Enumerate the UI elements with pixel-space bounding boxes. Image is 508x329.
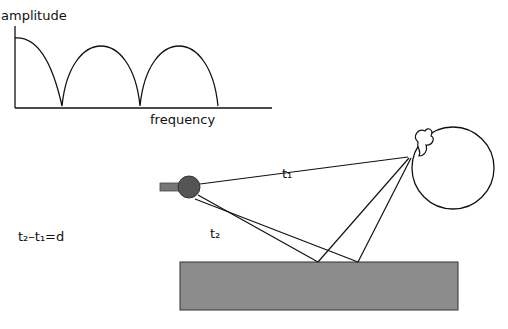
reflected-path: [195, 199, 358, 262]
sound-source: [178, 176, 200, 198]
equation-label: t₂–t₁=d: [18, 229, 64, 244]
comb-response-curve: [15, 38, 218, 106]
reflecting-surface: [180, 262, 458, 310]
reflected-path: [358, 158, 411, 262]
ear: [416, 129, 434, 156]
path-label: t₁: [282, 166, 292, 181]
reflected-path: [198, 195, 318, 262]
reflected-path: [318, 158, 409, 262]
path-label: t₂: [210, 226, 220, 241]
x-axis: [15, 107, 272, 108]
axis-label: frequency: [150, 112, 215, 127]
source-stem: [160, 183, 180, 191]
direct-path: [200, 157, 408, 184]
axis-label: amplitude: [1, 8, 67, 23]
listener-head: [412, 127, 494, 209]
